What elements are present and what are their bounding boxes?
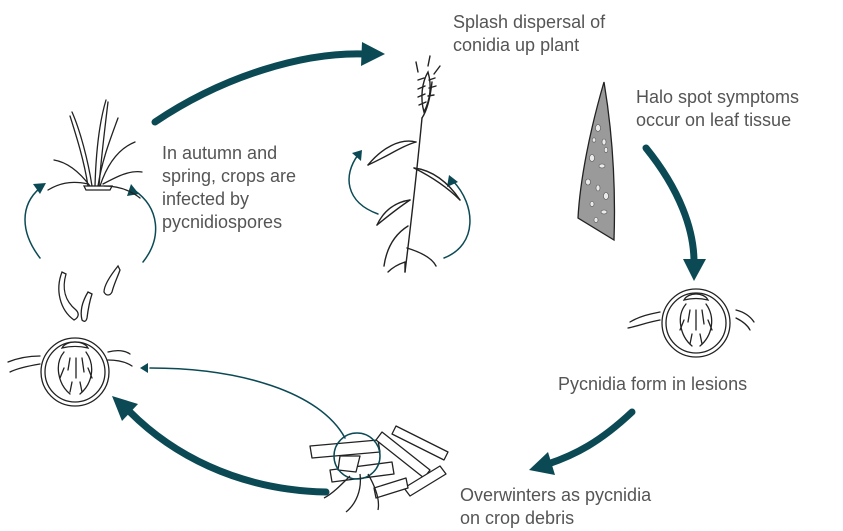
label-line: Overwinters as pycnidia (460, 484, 651, 507)
label-line: Pycnidia form in lesions (558, 373, 747, 396)
arrow-to-splash (155, 54, 365, 122)
label-autumn-spring: In autumn and spring, crops are infected… (162, 142, 296, 234)
thin-arrow-left-plant-left (25, 188, 40, 258)
wheat-plant-illustration (368, 56, 460, 272)
label-line: conidia up plant (453, 34, 605, 57)
thin-arrow-wheat-left (349, 155, 378, 214)
arrowhead-to-splash (361, 42, 385, 66)
label-line: on crop debris (460, 507, 651, 530)
label-pycnidia-form: Pycnidia form in lesions (558, 373, 747, 396)
label-overwinters: Overwinters as pycnidia on crop debris (460, 484, 651, 530)
label-line: occur on leaf tissue (636, 109, 799, 132)
label-line: spring, crops are (162, 165, 296, 188)
arrowhead-to-pycnidia (683, 259, 706, 281)
thin-arrowhead-debris-to-pycnidia (140, 363, 148, 373)
label-line: Halo spot symptoms (636, 86, 799, 109)
main-cycle-arrows (112, 42, 706, 492)
pycnidium-right-illustration (628, 289, 754, 357)
thin-arrow-left-plant-right (134, 190, 156, 262)
arrow-to-overwinter (548, 412, 632, 464)
pycnidium-left-illustration (8, 338, 132, 406)
label-halo-spot: Halo spot symptoms occur on leaf tissue (636, 86, 799, 132)
label-line: pycnidiospores (162, 211, 296, 234)
label-splash-dispersal: Splash dispersal of conidia up plant (453, 11, 605, 57)
thin-arrow-wheat-right (444, 181, 470, 258)
infected-leaf-illustration (578, 82, 615, 240)
label-line: In autumn and (162, 142, 296, 165)
young-plant-illustration (48, 100, 142, 198)
arrowhead-to-overwinter (529, 452, 555, 475)
spore-illustrations (59, 266, 120, 321)
thin-arrowhead-wheat-left (352, 150, 362, 161)
crop-debris-illustration (310, 426, 448, 512)
thin-arrow-debris-to-pycnidia (150, 368, 345, 438)
label-line: infected by (162, 188, 296, 211)
label-line: Splash dispersal of (453, 11, 605, 34)
arrow-to-pycnidia (646, 148, 694, 262)
arrow-to-pycnidia-left (130, 412, 326, 492)
thin-arrowhead-left-plant-right (127, 184, 139, 196)
